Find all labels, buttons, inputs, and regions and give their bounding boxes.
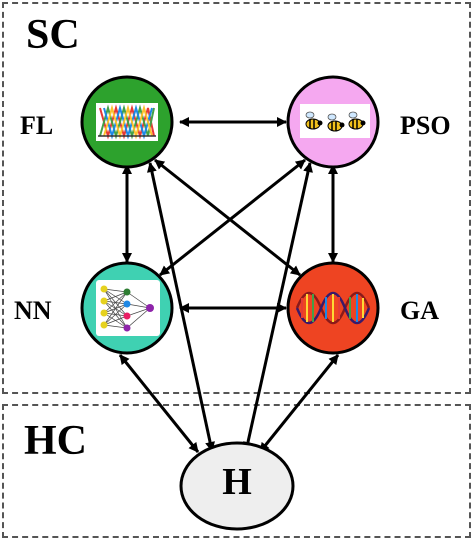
node-fl	[80, 75, 174, 169]
edge-fl-ga	[154, 158, 301, 277]
pso-label: PSO	[400, 111, 451, 140]
sc-label: SC	[26, 12, 80, 58]
fuzzy-logic-icon	[96, 103, 158, 141]
fl-label: FL	[20, 111, 54, 140]
ga-label: GA	[400, 296, 439, 325]
node-nn	[80, 261, 174, 355]
hc-label: HC	[24, 418, 87, 464]
h-label: H	[222, 461, 252, 503]
dna-helix-icon	[295, 291, 371, 325]
edge-ga-h	[258, 354, 340, 453]
node-ga	[286, 261, 380, 355]
edge-fl-h	[147, 162, 215, 452]
soft-computing-zone	[2, 2, 471, 394]
hard-computing-zone	[2, 404, 471, 538]
edge-pso-h	[243, 162, 313, 452]
edge-nn-h	[118, 354, 200, 453]
node-pso	[286, 75, 380, 169]
nn-label: NN	[14, 296, 52, 325]
bee-swarm-icon	[300, 104, 370, 138]
neural-network-icon	[96, 280, 160, 336]
edge-pso-nn	[159, 158, 306, 277]
node-h	[179, 441, 295, 531]
